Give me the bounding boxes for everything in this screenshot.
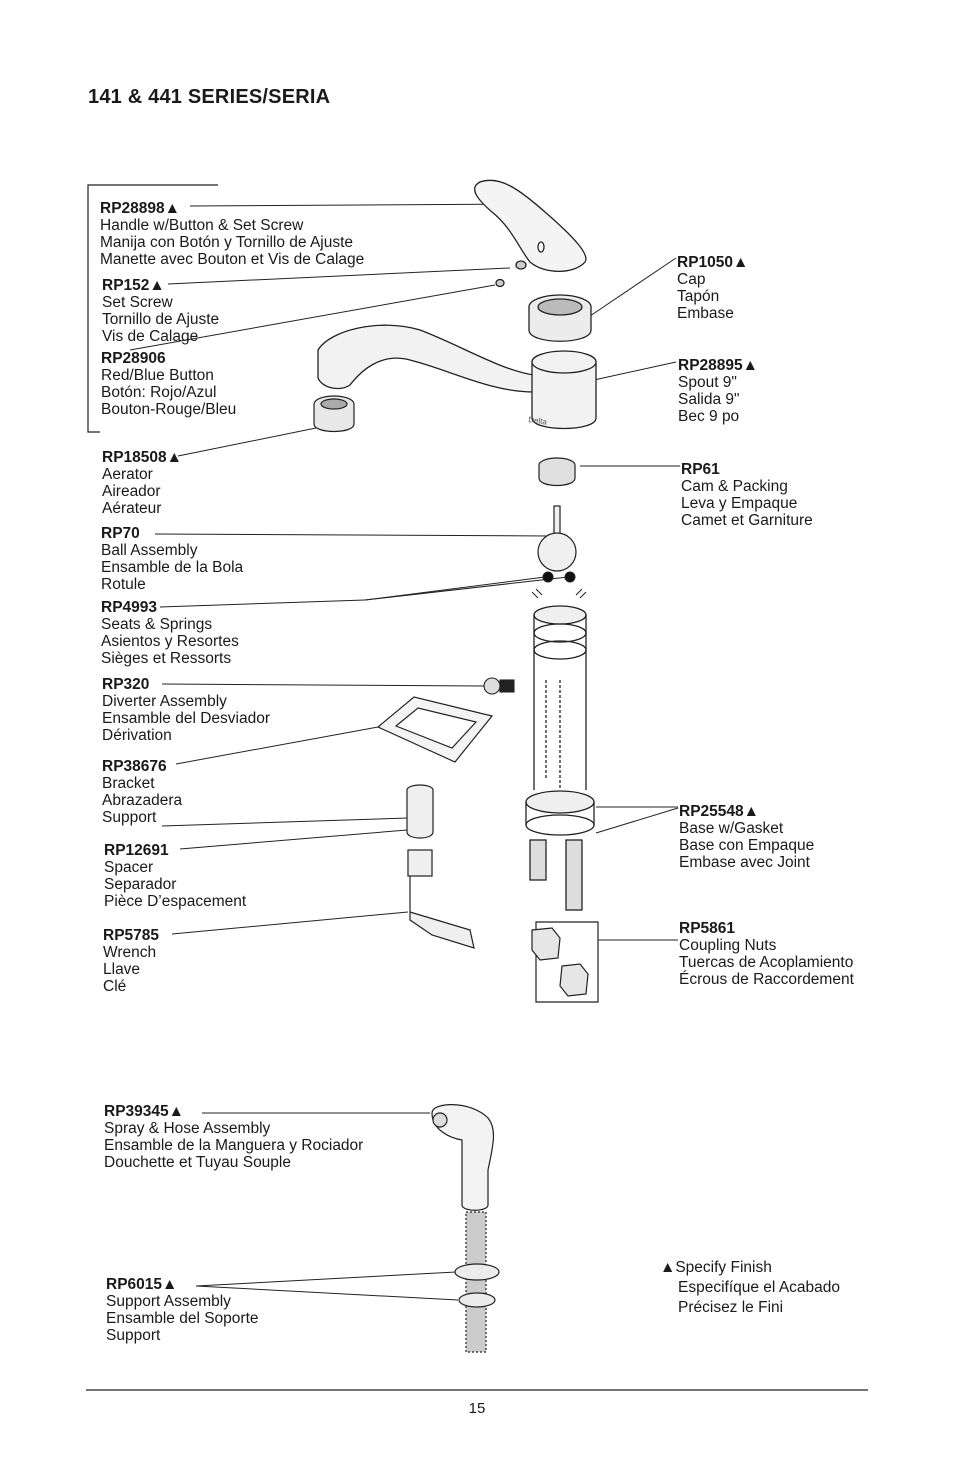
part-label-button: RP28906 Red/Blue Button Botón: Rojo/Azul… bbox=[101, 350, 237, 418]
part-label-base: RP25548▲ Base w/Gasket Base con Empaque … bbox=[679, 803, 815, 871]
spout-shape: Delta bbox=[317, 324, 597, 430]
bracket-shape bbox=[376, 696, 494, 763]
page-number: 15 bbox=[468, 1400, 486, 1417]
seats-shape bbox=[531, 571, 587, 599]
part-label-spacer: RP12691 Spacer Separador Pièce D’espacem… bbox=[104, 842, 247, 910]
part-label-seats: RP4993 Seats & Springs Asientos y Resort… bbox=[101, 599, 239, 667]
leader-lines bbox=[129, 203, 680, 1301]
aerator-shape bbox=[313, 395, 355, 433]
part-label-cam: RP61 Cam & Packing Leva y Empaque Camet … bbox=[681, 461, 813, 529]
support-shape bbox=[454, 1263, 500, 1308]
part-label-set-screw: RP152▲ Set Screw Tornillo de Ajuste Vis … bbox=[102, 277, 220, 345]
handle-shape bbox=[474, 179, 587, 272]
finish-footnote: ▲Specify Finish Especifíque el Acabado P… bbox=[660, 1259, 841, 1316]
part-label-handle: RP28898▲ Handle w/Button & Set Screw Man… bbox=[100, 200, 365, 268]
part-label-spray: RP39345▲ Spray & Hose Assembly Ensamble … bbox=[104, 1103, 364, 1171]
spray-shape bbox=[431, 1104, 495, 1353]
part-label-aerator: RP18508▲ Aerator Aireador Aérateur bbox=[102, 449, 182, 517]
part-label-bracket: RP38676 Bracket Abrazadera Support bbox=[102, 758, 183, 826]
cap-shape bbox=[528, 294, 592, 342]
part-label-cap: RP1050▲ Cap Tapón Embase bbox=[677, 254, 749, 322]
part-label-wrench: RP5785 Wrench Llave Clé bbox=[103, 927, 160, 995]
wrench-shape bbox=[407, 849, 475, 949]
valve-body-shape bbox=[525, 605, 595, 911]
spout-brand: Delta bbox=[528, 415, 548, 427]
diverter-shape bbox=[483, 677, 515, 695]
spacer-shape bbox=[406, 784, 434, 839]
part-label-ball: RP70 Ball Assembly Ensamble de la Bola R… bbox=[101, 525, 244, 593]
part-label-nuts: RP5861 Coupling Nuts Tuercas de Acoplami… bbox=[679, 920, 854, 988]
part-label-support: RP6015▲ Support Assembly Ensamble del So… bbox=[106, 1276, 259, 1344]
page-title: 141 & 441 SERIES/SERIA bbox=[88, 86, 331, 108]
coupling-nuts-shape bbox=[531, 927, 589, 997]
cam-shape bbox=[538, 457, 576, 487]
part-label-spout: RP28895▲ Spout 9" Salida 9" Bec 9 po bbox=[678, 357, 758, 425]
part-label-diverter: RP320 Diverter Assembly Ensamble del Des… bbox=[102, 676, 271, 744]
ball-shape bbox=[537, 505, 577, 572]
